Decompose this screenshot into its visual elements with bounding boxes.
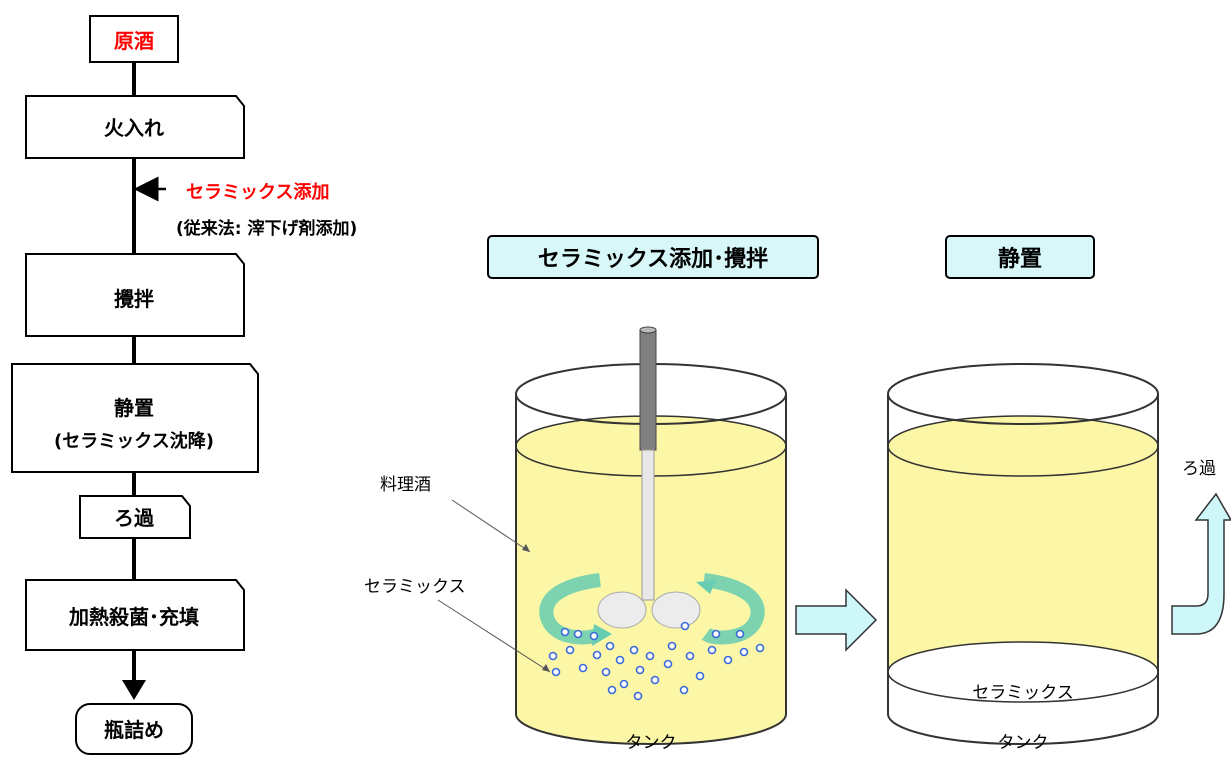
step-label-genshu: 原酒 [114,29,154,53]
addition-label: セラミックス添加 [186,181,329,203]
flow-down-arrow-icon [122,680,146,700]
step-box-kakuhan [25,253,245,337]
tank2-liquid [888,446,1158,702]
step-box-genshu [89,15,179,63]
step-label-binzume: 瓶詰め [104,718,164,742]
ceramics-label: セラミックス [364,577,466,597]
swirl-left-icon [539,573,603,645]
stage1-title: セラミックス添加･攪拌 [538,246,768,272]
settled-ceramics-label: セラミックス [972,683,1074,703]
step-box-seichi [11,363,259,473]
step-label-roka: ろ過 [114,506,155,530]
step-box-binzume [75,703,193,755]
step-sublabel-seichi: (セラミックス沈降) [54,430,214,452]
tank2-label: タンク [998,733,1049,753]
process-arrow-icon [795,588,878,652]
flowchart: 原酒 火入れ セラミックス添加 (従来法: 滓下げ剤添加) 攪拌 静置 (セラミ… [11,15,357,755]
stage2-title-box [945,235,1095,279]
step-label-sakkin: 加熱殺菌･充填 [68,605,199,629]
impeller-icon [597,591,647,629]
step-box-sakkin [25,579,245,651]
tank1-label: タンク [626,733,677,753]
tank2-rim [887,363,1159,425]
step-box-hiire [25,95,245,159]
step-box-roka [79,495,191,539]
liquid-label: 料理酒 [380,475,431,495]
stage1-title-box [487,235,819,279]
tank-2 [887,363,1159,745]
filtration-arrow-icon [1171,492,1231,635]
step-label-kakuhan: 攪拌 [114,287,154,311]
step-label-hiire: 火入れ [104,116,164,140]
addition-note: (従来法: 滓下げ剤添加) [176,218,357,239]
ceramic-particles-icon [548,621,765,701]
stirrer-rod-icon [639,329,657,451]
step-label-seichi: 静置 [114,396,154,420]
stage2-title: 静置 [998,246,1042,272]
filtration-label: ろ過 [1182,459,1216,479]
swirl-right-icon [701,573,765,645]
tank-1 [515,326,787,745]
